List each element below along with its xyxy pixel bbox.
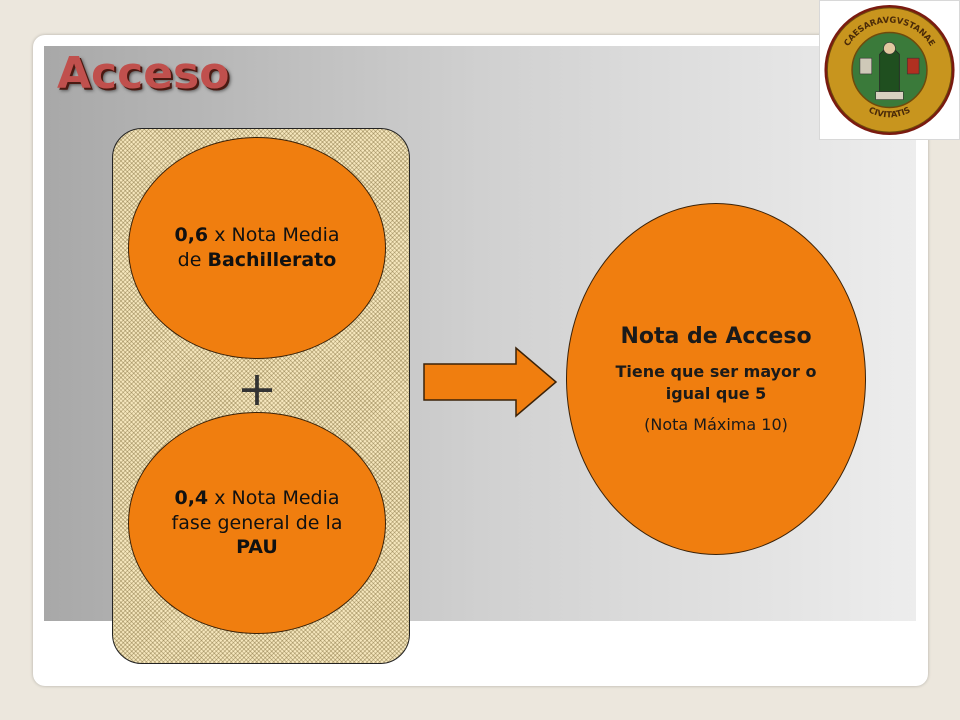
university-logo: CAESARAVGVSTANAE CIVITATIS xyxy=(819,0,960,140)
right-arrow-icon xyxy=(423,346,558,418)
pau-subject: PAU xyxy=(236,536,278,559)
bachillerato-weight-ellipse: 0,6 x Nota Media de Bachillerato xyxy=(128,137,386,359)
pau-formula: 0,4 x Nota Media fase general de la PAU xyxy=(161,486,353,560)
bachillerato-mid-text: x Nota Media de xyxy=(177,224,340,271)
pau-mid-text: x Nota Media fase general de la xyxy=(171,486,343,534)
seal-text-bottom: CIVITATIS xyxy=(867,105,911,120)
bachillerato-formula: 0,6 x Nota Media de Bachillerato xyxy=(161,223,353,272)
svg-text:CIVITATIS: CIVITATIS xyxy=(867,105,911,120)
bachillerato-factor: 0,6 xyxy=(174,224,209,247)
pau-factor: 0,4 xyxy=(174,486,209,509)
result-requirement: Tiene que ser mayor o igual que 5 xyxy=(615,362,817,403)
bachillerato-subject: Bachillerato xyxy=(207,249,337,271)
result-note: (Nota Máxima 10) xyxy=(644,415,788,435)
slide-title: Acceso xyxy=(57,48,230,99)
university-seal-icon: CAESARAVGVSTANAE CIVITATIS xyxy=(824,4,955,136)
plus-operator: + xyxy=(236,361,278,417)
pau-weight-ellipse: 0,4 x Nota Media fase general de la PAU xyxy=(128,412,386,634)
nota-acceso-ellipse: Nota de Acceso Tiene que ser mayor o igu… xyxy=(566,203,866,555)
result-title: Nota de Acceso xyxy=(620,324,812,350)
